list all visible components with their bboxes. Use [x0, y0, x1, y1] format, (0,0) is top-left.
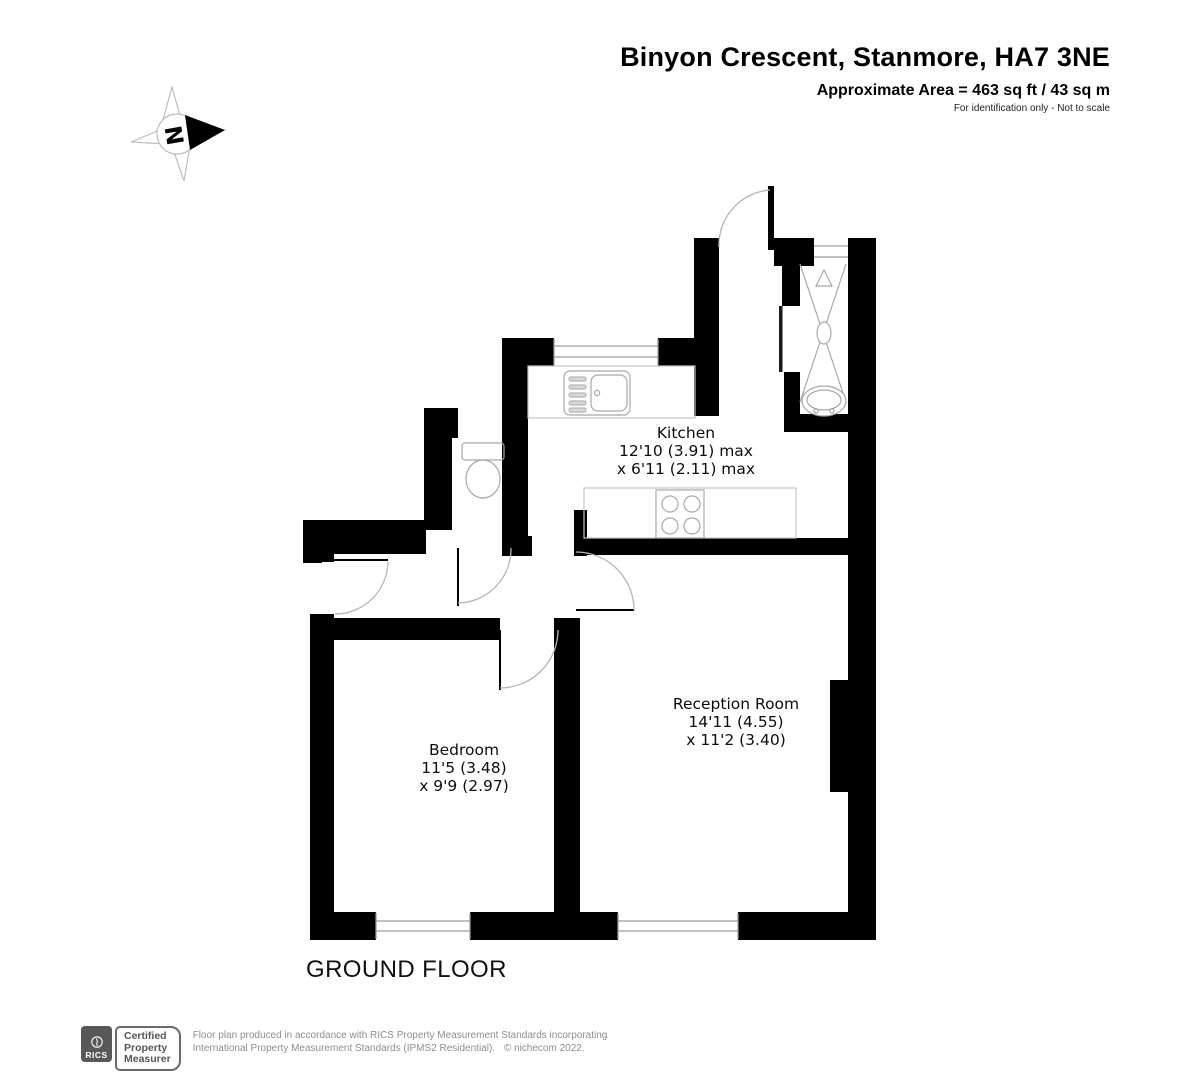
room-dim: x 6'11 (2.11) max: [616, 460, 756, 478]
room-dim: x 11'2 (3.40): [686, 731, 786, 749]
room-dim: 12'10 (3.91) max: [619, 442, 753, 460]
room-label-reception: Reception Room 14'11 (4.55) x 11'2 (3.40…: [673, 695, 799, 749]
toilet-icon: [461, 442, 505, 499]
rics-logo-text: RICS: [85, 1050, 108, 1060]
bathroom-sliding-door: [779, 306, 783, 372]
windows: [375, 245, 848, 939]
room-dim: 14'11 (4.55): [688, 713, 784, 731]
side-door: [334, 559, 389, 615]
hob-icon: [655, 489, 705, 539]
footer: RICS Certified Property Measurer Floor p…: [81, 1026, 607, 1071]
room-name: Kitchen: [656, 424, 716, 442]
compass-north-label: N: [158, 124, 187, 147]
approximate-area: Approximate Area = 463 sq ft / 43 sq m: [816, 82, 1110, 99]
bedroom-door: [499, 629, 559, 690]
certified-measurer-badge: Certified Property Measurer: [115, 1026, 181, 1071]
wc-door: [457, 547, 512, 606]
kitchen-sink-icon: [563, 370, 631, 416]
reception-door: [575, 551, 635, 611]
worktop-top: [527, 365, 696, 419]
identification-note: For identification only - Not to scale: [953, 103, 1110, 114]
copyright: © nichecom 2022.: [503, 1043, 585, 1054]
room-label-kitchen: Kitchen 12'10 (3.91) max x 6'11 (2.11) m…: [617, 424, 755, 478]
room-name: Bedroom: [428, 741, 500, 759]
bedroom-window: [375, 913, 471, 939]
north-arrow-icon: [185, 115, 225, 150]
page-title: Binyon Crescent, Stanmore, HA7 3NE: [620, 42, 1110, 72]
room-dim: x 9'9 (2.97): [419, 777, 509, 795]
compass-rose-icon: [130, 84, 226, 182]
room-dim: 11'5 (3.48): [421, 759, 507, 777]
fixtures: [461, 263, 847, 539]
reception-window: [617, 913, 739, 939]
rics-crest-icon: [90, 1036, 103, 1048]
rics-logo: RICS: [81, 1026, 112, 1062]
shower-icon: [799, 263, 847, 403]
disclaimer-text: Floor plan produced in accordance with R…: [192, 1030, 608, 1054]
bathroom-window: [814, 245, 848, 258]
entry-door: [718, 186, 774, 250]
room-label-bedroom: Bedroom 11'5 (3.48) x 9'9 (2.97): [419, 741, 509, 795]
walls: [303, 238, 876, 940]
wash-basin-icon: [801, 385, 847, 417]
room-name: Reception Room: [672, 695, 800, 713]
worktop-bottom: [583, 487, 797, 539]
floor-title: GROUND FLOOR: [306, 956, 507, 983]
doors: [334, 186, 783, 690]
kitchen-window: [553, 339, 659, 365]
header-block: Binyon Crescent, Stanmore, HA7 3NE Appro…: [620, 42, 1110, 114]
